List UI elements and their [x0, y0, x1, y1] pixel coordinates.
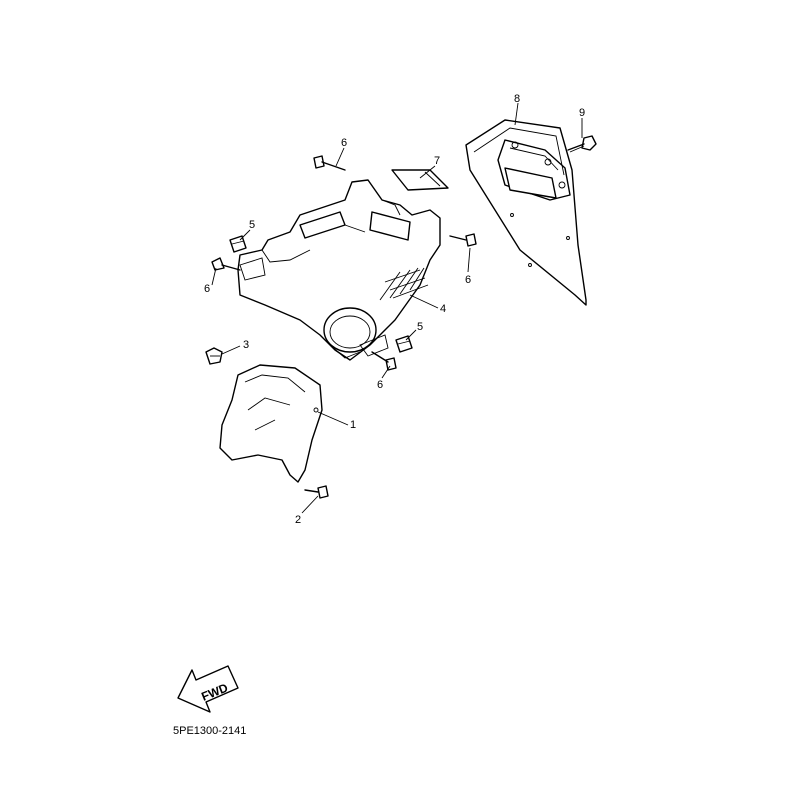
part-3-clip: [205, 347, 223, 365]
part-6-screw-left: [211, 257, 241, 271]
part-6-screw-top: [313, 155, 346, 171]
callout-6-right: 6: [465, 274, 471, 286]
leader-lines: [211, 102, 583, 514]
callout-2: 2: [295, 514, 301, 526]
callout-1: 1: [350, 419, 356, 431]
callout-7: 7: [434, 155, 440, 167]
part-5-nut-lower: [395, 335, 413, 353]
callout-4: 4: [440, 303, 446, 315]
callout-5-lower: 5: [417, 321, 423, 333]
part-1-front-cover: [219, 364, 323, 483]
callout-6-left: 6: [204, 283, 210, 295]
fwd-arrow: FWD: [177, 665, 239, 713]
callout-6-bottom: 6: [377, 379, 383, 391]
callout-3: 3: [243, 339, 249, 351]
diagram-part-code: 5PE1300-2141: [173, 725, 246, 737]
callout-8: 8: [514, 93, 520, 105]
callouts: 8 9 7 6 5 6 6 4 5 6 3 1 2: [204, 93, 585, 526]
part-7-label: [391, 169, 449, 191]
callout-5-upper: 5: [249, 219, 255, 231]
part-6-screw-bottom: [371, 351, 397, 371]
part-5-nut-upper: [229, 235, 247, 253]
part-9-bolt: [567, 135, 597, 153]
part-4-under-cover: [237, 179, 441, 361]
part-6-screw-right: [449, 233, 477, 247]
callout-6-top: 6: [341, 137, 347, 149]
part-2-screw: [304, 485, 329, 499]
callout-9: 9: [579, 107, 585, 119]
part-8-side-panel: [465, 119, 587, 306]
